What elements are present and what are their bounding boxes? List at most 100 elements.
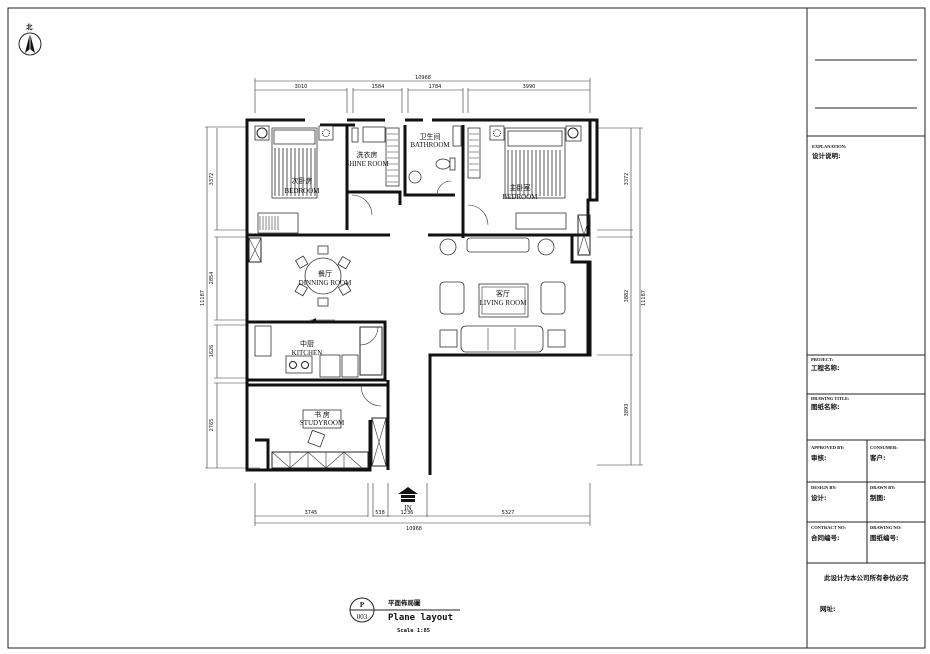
consumer-label: CONSUMER: <box>870 445 898 450</box>
dim-right: 3893 <box>624 404 630 417</box>
symbol-letter: P <box>360 601 365 609</box>
plant-icon <box>489 125 505 141</box>
dim-left: 2854 <box>209 272 215 285</box>
room-label-en: BEDROOM <box>284 187 320 195</box>
bathroom: 卫生间 BATHROOM <box>408 125 462 196</box>
approved-by-label: APPROVED BY: <box>811 445 845 450</box>
dim-left: 3372 <box>209 173 215 186</box>
laundry-room: 洗衣房 SHINE ROOM <box>345 126 400 216</box>
drying-rack-icon <box>385 127 400 187</box>
door-swing <box>351 194 373 216</box>
dim-top: 3010 <box>295 84 308 90</box>
plant-icon <box>537 238 555 256</box>
tv-stand-icon <box>466 237 530 253</box>
explanation-label: EXPLANATION: <box>812 144 847 149</box>
armchair-icon <box>540 281 566 315</box>
room-label-en: BEDROOM <box>502 193 538 201</box>
dim-right: 3372 <box>624 173 630 186</box>
dim-left: 1626 <box>209 345 215 358</box>
contract-no-label: CONTRACT NO: <box>811 525 847 530</box>
entrance-label: IN <box>404 504 411 512</box>
dining-room: 餐厅 DINNING ROOM <box>294 245 352 322</box>
project-label: PROJECT: <box>811 357 834 362</box>
bookshelf-icon <box>271 451 369 469</box>
entrance-arrow-icon: IN <box>398 487 418 512</box>
dim-left-overall: 11187 <box>200 290 206 306</box>
room-label-cn: 洗衣房 <box>357 150 378 159</box>
dim-top: 1784 <box>429 84 442 90</box>
room-label-cn: 书 房 <box>314 410 330 419</box>
dim-bottom-overall: 10968 <box>406 526 422 532</box>
room-label-en: STUDYROOM <box>300 419 345 427</box>
room-label-en: KITCHEN <box>292 349 323 357</box>
wardrobe-icon <box>467 127 481 179</box>
north-arrow-icon: 北 <box>18 22 42 56</box>
design-by-label-cn: 设计: <box>811 493 827 502</box>
dim-top: 3990 <box>523 84 536 90</box>
room-label-en: BATHROOM <box>410 141 450 149</box>
dim-top: 1584 <box>372 84 385 90</box>
project-label-cn: 工程名称: <box>811 363 840 372</box>
dim-bottom: 1236 <box>401 510 414 516</box>
sheet-border <box>7 7 926 649</box>
dim-right-overall: 11187 <box>641 290 647 306</box>
master-bedroom: 主卧室 BEDROOM <box>467 125 582 230</box>
drawn-by-label: DRAWN BY: <box>870 485 896 490</box>
drawing-scale: Scale 1:85 <box>397 628 430 634</box>
side-table-icon <box>439 329 458 348</box>
chair-icon <box>294 245 352 307</box>
dim-right: 3882 <box>624 290 630 303</box>
shafts <box>248 214 591 467</box>
dimension-lines: 10968 3010 1584 1784 3990 3745 538 1236 … <box>200 75 647 532</box>
second-bedroom: 次卧房 BEDROOM <box>254 125 334 234</box>
copyright-notice: 此设计为本公司所有参仿必究 <box>824 573 909 582</box>
sofa-icon <box>460 325 544 353</box>
dim-bottom: 538 <box>375 510 385 516</box>
drawing-title-cn: 平面佈局圖 <box>388 598 421 607</box>
dim-top-overall: 10968 <box>415 75 431 81</box>
study-room: 书 房 STUDYROOM <box>271 385 382 469</box>
walls <box>245 118 599 475</box>
kitchen: 中厨 KITCHEN <box>254 325 383 378</box>
sink-icon <box>254 325 272 357</box>
side-table-icon <box>547 329 566 348</box>
room-label-cn: 主卧室 <box>510 183 531 192</box>
north-label: 北 <box>26 22 33 31</box>
chair-icon <box>307 429 326 448</box>
drawing-title-label-cn: 图纸名称: <box>811 402 840 411</box>
room-label-cn: 卫生间 <box>420 132 441 141</box>
website-label: 网址: <box>820 604 836 613</box>
room-label-en: SHINE ROOM <box>345 160 389 168</box>
contract-no-label-cn: 合同编号: <box>810 533 840 542</box>
toilet-icon <box>435 158 451 170</box>
plant-icon <box>439 238 457 256</box>
fridge-icon <box>341 354 359 378</box>
round-table-icon <box>304 257 342 295</box>
armchair-icon <box>439 281 465 315</box>
room-label-cn: 中厨 <box>300 339 314 348</box>
symbol-number: 003 <box>357 613 368 621</box>
design-by-label: DESIGN BY: <box>811 485 837 490</box>
dim-left: 2765 <box>209 419 215 432</box>
living-room: 客厅 LIVING ROOM <box>439 237 566 353</box>
drawing-title-en: Plane layout <box>388 613 453 623</box>
coffee-table <box>478 283 529 318</box>
desk-icon <box>302 409 342 429</box>
room-label-en: DINNING ROOM <box>299 279 352 287</box>
room-label-cn: 次卧房 <box>292 176 313 185</box>
washing-machine-icon <box>362 126 386 143</box>
drawing-no-label-cn: 图纸编号: <box>870 533 899 542</box>
dim-bottom: 5327 <box>502 510 515 516</box>
drawing-title-label: DRAWING TITLE: <box>811 396 850 401</box>
drawing-title: P 003 平面佈局圖 Plane layout Scale 1:85 <box>349 597 460 634</box>
plant-icon <box>318 125 334 141</box>
dim-bottom: 3745 <box>305 510 318 516</box>
drawing-no-label: DRAWING NO: <box>870 525 902 530</box>
room-label-cn: 客厅 <box>496 289 510 298</box>
room-label-en: LIVING ROOM <box>480 299 528 307</box>
consumer-label-cn: 客户: <box>869 453 886 462</box>
room-label-cn: 餐厅 <box>318 269 332 278</box>
explanation-label-cn: 设计说明: <box>812 151 841 160</box>
sink-icon <box>408 170 422 184</box>
